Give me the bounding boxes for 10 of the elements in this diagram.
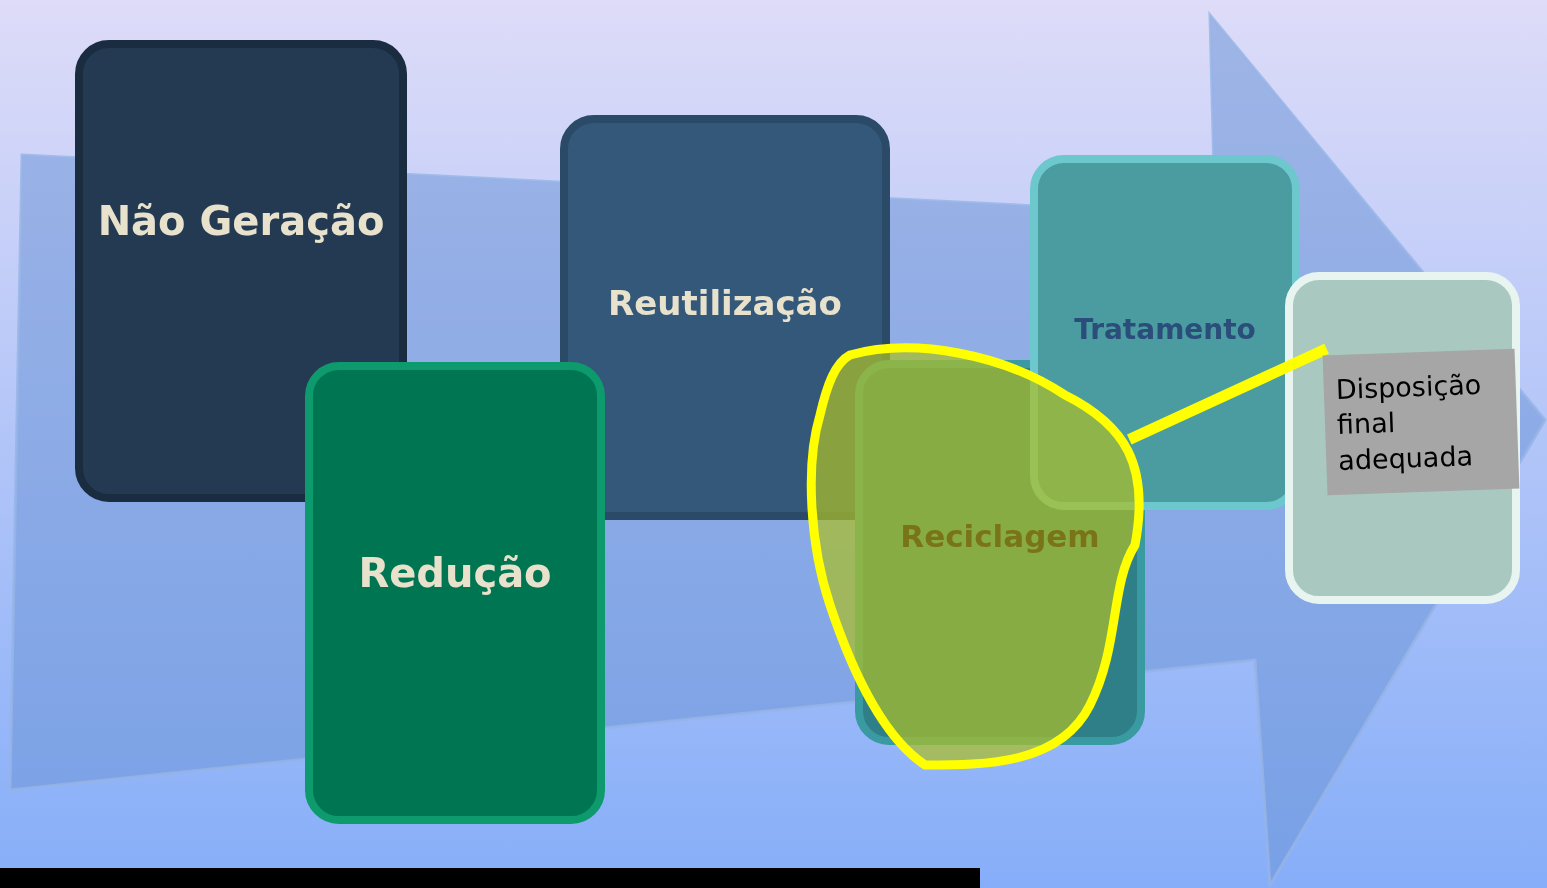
stage-card <box>1285 272 1520 604</box>
stage-card <box>75 40 407 502</box>
stage-card <box>305 362 605 824</box>
stage-label: Reutilização <box>607 283 843 323</box>
stage-label: Reciclagem <box>899 518 1101 554</box>
stage-label: Não Geração <box>96 198 386 244</box>
footer-bar <box>0 868 980 888</box>
callout-text: Disposição final adequada <box>1335 368 1483 478</box>
stage-label: Redução <box>357 550 553 596</box>
stage-label: Tratamento <box>1073 313 1257 346</box>
